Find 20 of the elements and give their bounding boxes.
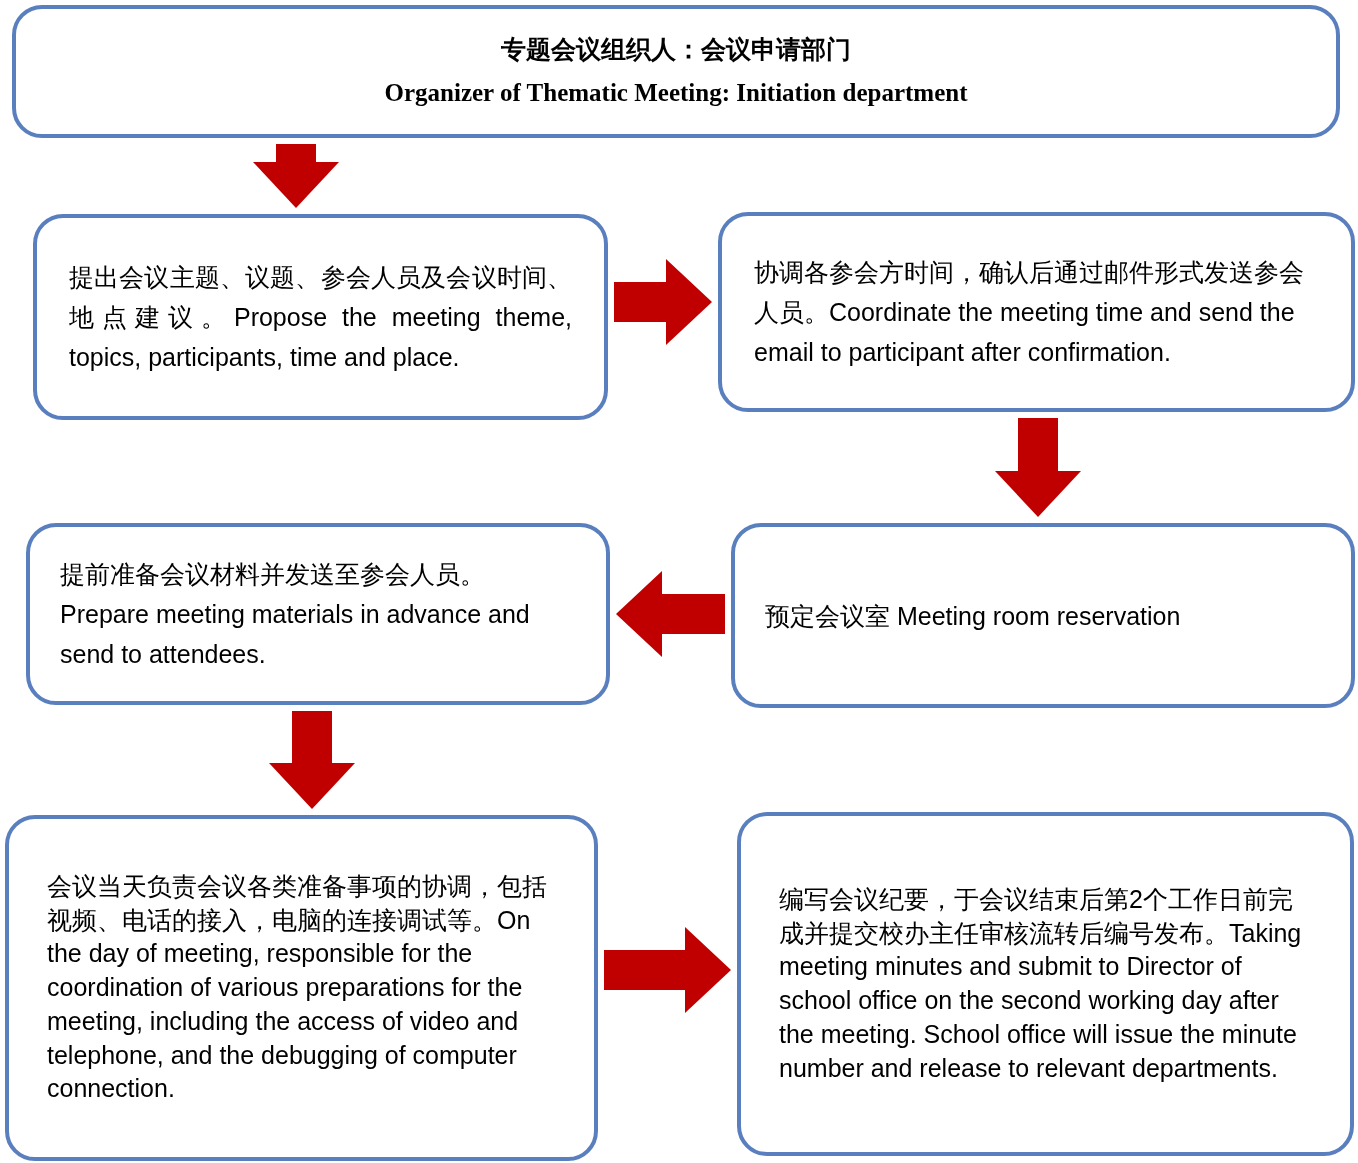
- process-box: [731, 523, 1355, 708]
- heading-text: 专题会议组织人：会议申请部门: [500, 35, 852, 65]
- block-arrow: [616, 571, 725, 657]
- step-text: 预定会议室 Meeting room reservation: [765, 600, 1182, 632]
- block-arrow: [604, 927, 731, 1013]
- step-text: 协调各参会方时间，确认后通过邮件形式发送参会人员。Coordinate the meeting time and send the email to participant after confirmation.: [754, 257, 1305, 368]
- step-text: 会议当天负责会议各类准备事项的协调，包括视频、电话的接入，电脑的连接调试等。On the day of meeting, responsible for the coordination of various preparations for the meeting, including the access of video and telephone, and the debugging of computer connection.: [47, 870, 548, 1105]
- process-box: [33, 214, 608, 420]
- process-box: [26, 523, 610, 705]
- step-text: 提出会议主题、议题、参会人员及会议时间、地点建议。Propose the meeting theme, topics, participants, time and place.: [69, 262, 572, 373]
- process-box: [718, 212, 1355, 412]
- step-text: 编写会议纪要，于会议结束后第2个工作日前完成并提交校办主任审核流转后编号发布。Taking meeting minutes and submit to Director of school office on the second working day after the meeting. School office will issue the minute number and release to relevant departments.: [779, 883, 1303, 1084]
- block-arrow: [614, 259, 712, 345]
- block-arrow: [253, 144, 339, 208]
- process-box: [737, 812, 1354, 1156]
- heading-text: Organizer of Thematic Meeting: Initiation department: [383, 77, 969, 108]
- process-box: [5, 815, 598, 1161]
- process-box: [12, 5, 1340, 138]
- block-arrow: [995, 418, 1081, 517]
- step-text: 提前准备会议材料并发送至参会人员。 Prepare meeting materials in advance and send to attendees.: [60, 559, 531, 670]
